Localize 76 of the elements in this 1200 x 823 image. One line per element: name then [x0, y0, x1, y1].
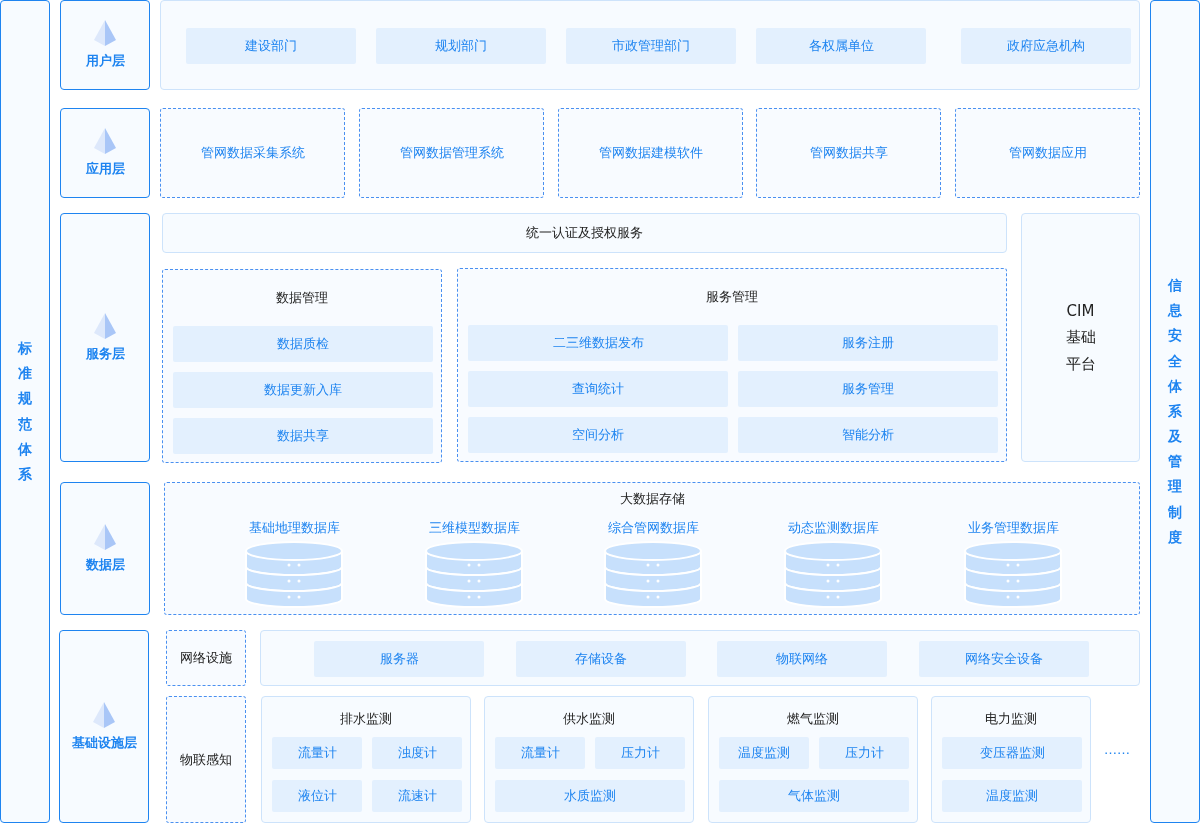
group-panel [931, 696, 1091, 823]
side-panel [0, 0, 50, 823]
module-box: 数据共享 [173, 418, 433, 454]
group-panel [162, 269, 442, 463]
database-label: 动态监测数据库 [787, 519, 879, 537]
module-box: 服务注册 [738, 325, 998, 361]
module-box: 温度监测 [719, 737, 809, 769]
system-box: 管网数据管理系统 [359, 108, 544, 198]
platform-title: CIM基础平台 [1064, 301, 1097, 375]
module-box: 压力计 [595, 737, 685, 769]
system-box: 管网数据采集系统 [160, 108, 345, 198]
category-box: 物联感知 [166, 696, 246, 823]
side-panel [1150, 0, 1200, 823]
group-panel [260, 630, 1140, 686]
database-label: 综合管网数据库 [607, 519, 699, 537]
module-box: 流量计 [272, 737, 362, 769]
group-title: 燃气监测 [787, 710, 839, 728]
database-label: 三维模型数据库 [428, 519, 520, 537]
module-box: 流量计 [495, 737, 585, 769]
module-box: 流速计 [372, 780, 462, 812]
group-panel [457, 268, 1007, 462]
group-panel [261, 696, 471, 823]
module-box: 温度监测 [942, 780, 1082, 812]
module-box: 规划部门 [376, 28, 546, 64]
platform-box [1021, 213, 1140, 462]
system-box: 管网数据共享 [756, 108, 941, 198]
module-box: 市政管理部门 [566, 28, 736, 64]
layer-title: 应用层 [85, 160, 125, 178]
category-box: 网络设施 [166, 630, 246, 686]
module-box: 气体监测 [719, 780, 909, 812]
module-box: 物联网络 [717, 641, 887, 677]
module-box: 水质监测 [495, 780, 685, 812]
module-box: 智能分析 [738, 417, 998, 453]
module-box: 建设部门 [186, 28, 356, 64]
module-box: 各权属单位 [756, 28, 926, 64]
group-panel [484, 696, 694, 823]
layer-title: 基础设施层 [71, 733, 137, 752]
group-panel [164, 482, 1140, 615]
database-label: 业务管理数据库 [967, 519, 1059, 537]
module-box: 数据更新入库 [173, 372, 433, 408]
service-bar: 统一认证及授权服务 [162, 213, 1007, 253]
group-title: 大数据存储 [619, 490, 685, 508]
group-panel [160, 0, 1140, 90]
group-panel [708, 696, 918, 823]
group-title: 数据管理 [276, 289, 328, 307]
module-box: 压力计 [819, 737, 909, 769]
layer-panel [60, 108, 150, 198]
module-box: 二三维数据发布 [468, 325, 728, 361]
layer-title: 用户层 [85, 52, 125, 70]
layer-panel [59, 630, 149, 823]
group-title: 供水监测 [563, 710, 615, 728]
side-title: 信息安全体系及管理制度 [1168, 275, 1182, 547]
module-box: 查询统计 [468, 371, 728, 407]
ellipsis-text: …… [1104, 742, 1130, 757]
layer-title: 数据层 [85, 555, 125, 574]
module-box: 变压器监测 [942, 737, 1082, 769]
side-title: 标准规范体系 [18, 338, 32, 484]
layer-panel [60, 213, 150, 462]
module-box: 服务器 [314, 641, 484, 677]
module-box: 政府应急机构 [961, 28, 1131, 64]
layer-panel [60, 482, 150, 615]
group-title: 排水监测 [340, 710, 392, 728]
module-box: 数据质检 [173, 326, 433, 362]
module-box: 服务管理 [738, 371, 998, 407]
module-box: 存储设备 [516, 641, 686, 677]
module-box: 液位计 [272, 780, 362, 812]
system-box: 管网数据应用 [955, 108, 1140, 198]
system-box: 管网数据建模软件 [558, 108, 743, 198]
layer-panel [60, 0, 150, 90]
module-box: 浊度计 [372, 737, 462, 769]
layer-title: 服务层 [85, 344, 125, 363]
group-title: 电力监测 [985, 710, 1037, 728]
module-box: 空间分析 [468, 417, 728, 453]
module-box: 网络安全设备 [919, 641, 1089, 677]
group-title: 服务管理 [706, 288, 758, 306]
database-label: 基础地理数据库 [248, 519, 340, 537]
